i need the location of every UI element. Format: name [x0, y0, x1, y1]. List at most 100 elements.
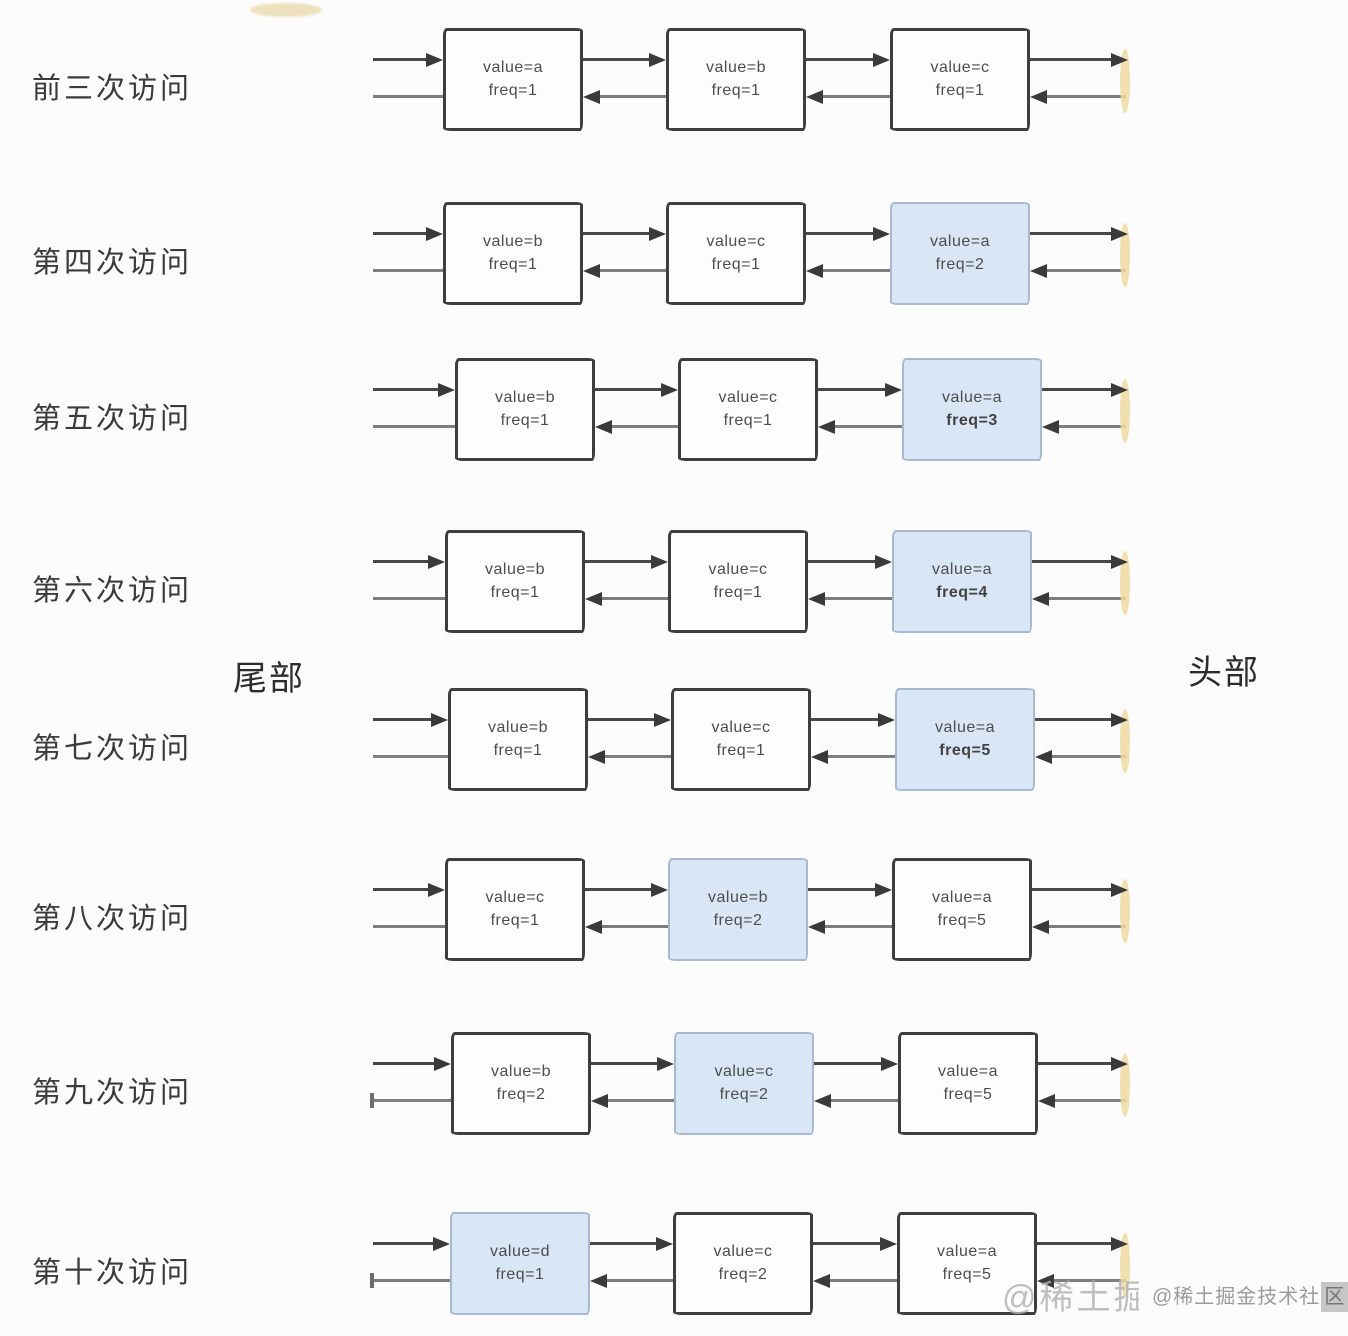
- next-pointer-line: [585, 560, 653, 563]
- head-node-marker: [1120, 879, 1130, 943]
- prev-pointer-arrowhead: [806, 90, 823, 104]
- prev-pointer-arrowhead: [1030, 90, 1047, 104]
- list-node: value=b freq=1: [443, 202, 583, 305]
- next-pointer-arrowhead: [651, 883, 668, 897]
- next-pointer-arrowhead: [431, 713, 448, 727]
- next-pointer-arrowhead: [654, 713, 671, 727]
- next-pointer-arrowhead: [881, 1057, 898, 1071]
- prev-pointer-arrowhead: [583, 264, 600, 278]
- node-freq: freq=2: [935, 256, 985, 273]
- node-value: value=b: [708, 888, 768, 906]
- node-value: value=a: [930, 232, 990, 250]
- prev-pointer-line: [373, 755, 448, 758]
- prev-pointer-arrowhead: [818, 420, 835, 434]
- next-pointer-arrowhead: [428, 883, 445, 897]
- prev-pointer-line: [1058, 425, 1126, 428]
- prev-pointer-line: [607, 1099, 674, 1102]
- row-label: 第八次访问: [32, 903, 193, 935]
- node-value: value=b: [483, 232, 543, 250]
- prev-pointer-end-tick: [370, 1093, 374, 1108]
- next-pointer-arrowhead: [1111, 555, 1128, 569]
- watermark-small: @稀土掘金技术社区: [1152, 1280, 1348, 1312]
- prev-pointer-arrowhead: [1038, 1094, 1055, 1108]
- node-value: value=b: [488, 718, 548, 736]
- watermark-large: @稀土掘金: [1002, 1279, 1139, 1316]
- node-freq: freq=1: [716, 742, 766, 759]
- node-value: value=c: [711, 718, 771, 736]
- prev-pointer-line: [1046, 269, 1126, 272]
- node-value: value=a: [942, 388, 1002, 406]
- next-pointer-line: [583, 232, 651, 235]
- node-value: value=b: [706, 58, 766, 76]
- next-pointer-line: [583, 58, 651, 61]
- node-freq: freq=1: [488, 256, 538, 273]
- prev-pointer-arrowhead: [591, 1094, 608, 1108]
- node-value: value=c: [708, 560, 768, 578]
- prev-pointer-line: [373, 597, 445, 600]
- row-label: 前三次访问: [32, 73, 193, 105]
- prev-pointer-line: [373, 1099, 451, 1102]
- prev-pointer-arrowhead: [806, 264, 823, 278]
- next-pointer-line: [373, 1062, 436, 1065]
- prev-pointer-line: [830, 1099, 898, 1102]
- prev-pointer-line: [829, 1279, 897, 1282]
- prev-pointer-arrowhead: [1042, 420, 1059, 434]
- node-value: value=c: [718, 388, 778, 406]
- node-freq: freq=2: [718, 1266, 768, 1283]
- next-pointer-line: [808, 560, 877, 563]
- next-pointer-line: [373, 560, 430, 563]
- prev-pointer-line: [822, 95, 890, 98]
- node-freq: freq=5: [943, 1086, 993, 1103]
- node-freq: freq=1: [713, 584, 763, 601]
- list-node: value=b freq=1: [666, 28, 806, 131]
- node-value: value=a: [938, 1062, 998, 1080]
- node-freq: freq=1: [935, 82, 985, 99]
- next-pointer-arrowhead: [878, 713, 895, 727]
- node-freq: freq=2: [719, 1086, 769, 1103]
- head-node-marker: [1120, 1053, 1130, 1117]
- prev-pointer-arrowhead: [811, 750, 828, 764]
- prev-pointer-line: [606, 1279, 673, 1282]
- next-pointer-arrowhead: [649, 53, 666, 67]
- node-value: value=a: [932, 560, 992, 578]
- next-pointer-line: [590, 1242, 658, 1245]
- prev-pointer-arrowhead: [590, 1274, 607, 1288]
- prev-pointer-line: [1046, 95, 1126, 98]
- list-node-highlighted: value=a freq=2: [890, 202, 1030, 305]
- list-node: value=c freq=1: [668, 530, 808, 633]
- node-freq: freq=1: [488, 82, 538, 99]
- prev-pointer-line: [373, 269, 443, 272]
- node-freq: freq=1: [493, 742, 543, 759]
- next-pointer-line: [373, 718, 433, 721]
- next-pointer-arrowhead: [873, 53, 890, 67]
- next-pointer-arrowhead: [433, 1237, 450, 1251]
- next-pointer-line: [1030, 58, 1114, 61]
- list-node: value=a freq=5: [898, 1032, 1038, 1135]
- next-pointer-line: [1035, 718, 1114, 721]
- row-label: 第九次访问: [32, 1077, 193, 1109]
- node-freq: freq=1: [711, 82, 761, 99]
- next-pointer-arrowhead: [661, 383, 678, 397]
- node-freq: freq=1: [495, 1266, 545, 1283]
- next-pointer-arrowhead: [1111, 1057, 1128, 1071]
- next-pointer-arrowhead: [657, 1057, 674, 1071]
- prev-pointer-arrowhead: [1037, 1274, 1054, 1288]
- next-pointer-line: [808, 888, 877, 891]
- node-freq: freq=1: [490, 912, 540, 929]
- head-label: 头部: [1188, 654, 1260, 692]
- prev-pointer-line: [604, 755, 671, 758]
- head-node-marker: [1120, 551, 1130, 615]
- node-freq: freq=4: [936, 584, 988, 601]
- prev-pointer-arrowhead: [595, 420, 612, 434]
- prev-pointer-line: [373, 1279, 450, 1282]
- next-pointer-line: [1037, 1242, 1114, 1245]
- prev-pointer-line: [822, 269, 890, 272]
- row-label: 第四次访问: [32, 247, 193, 279]
- node-value: value=a: [937, 1242, 997, 1260]
- next-pointer-line: [1032, 560, 1114, 563]
